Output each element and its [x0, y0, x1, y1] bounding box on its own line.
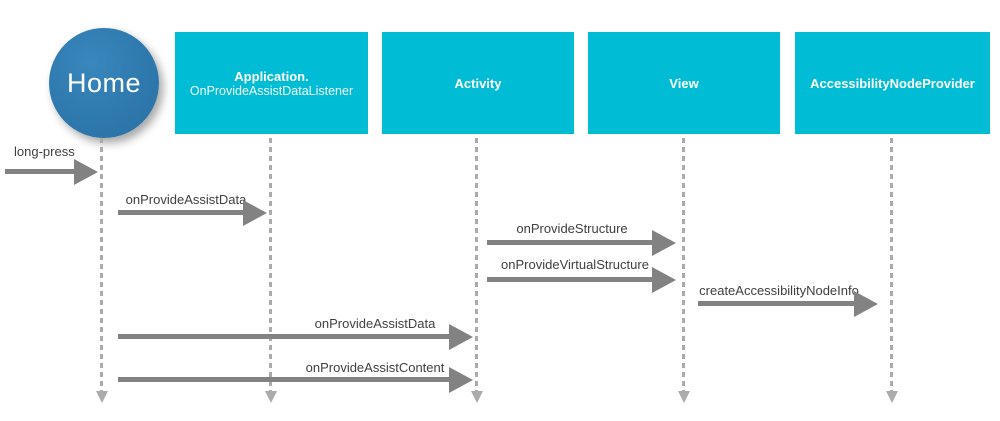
actor-view-title: View — [669, 75, 699, 91]
message-createaccessibilitynodeinfo-arrowhead-icon — [854, 291, 878, 317]
actor-home: Home — [49, 28, 159, 138]
actor-accessibility-node-provider-title: AccessibilityNodeProvider — [810, 75, 975, 91]
actor-application-subtitle: OnProvideAssistDataListener — [189, 83, 354, 98]
actor-box-view: View — [588, 32, 780, 134]
message-onprovidevirtualstructure-line — [487, 277, 657, 282]
lifeline-accessibility-node-provider-arrow-icon — [886, 391, 898, 403]
message-onprovideassistcontent-arrowhead-icon — [449, 367, 473, 393]
message-onprovidevirtualstructure-arrowhead-icon — [652, 267, 676, 293]
lifeline-home-arrow-icon — [96, 391, 108, 403]
actor-application-title: Application. — [234, 68, 309, 84]
lifeline-accessibility-node-provider — [890, 138, 893, 391]
actor-box-accessibility-node-provider: AccessibilityNodeProvider — [795, 32, 990, 134]
lifeline-home — [100, 138, 103, 391]
message-onprovidestructure-arrowhead-icon — [652, 230, 676, 256]
message-onprovideassistdata2-label: onProvideAssistData — [314, 316, 436, 331]
message-onprovidestructure-line — [487, 240, 657, 245]
message-onprovideassistdata-label: onProvideAssistData — [125, 192, 247, 207]
lifeline-activity-arrow-icon — [471, 391, 483, 403]
message-onprovideassistdata-line — [118, 210, 248, 215]
message-onprovideassistcontent-line — [118, 377, 453, 382]
lifeline-view-arrow-icon — [678, 391, 690, 403]
actor-box-application: Application. OnProvideAssistDataListener — [175, 32, 368, 134]
message-onprovideassistdata2-arrowhead-icon — [449, 324, 473, 350]
message-long-press-arrowhead-icon — [74, 159, 98, 185]
message-createaccessibilitynodeinfo-line — [698, 301, 858, 306]
actor-activity-title: Activity — [454, 75, 502, 91]
lifeline-application-arrow-icon — [265, 391, 277, 403]
message-onprovidestructure-label: onProvideStructure — [516, 221, 628, 236]
lifeline-application — [269, 138, 272, 391]
lifeline-view — [682, 138, 685, 391]
actor-home-label: Home — [66, 67, 142, 98]
message-onprovideassistdata-arrowhead-icon — [243, 200, 267, 226]
lifeline-activity — [475, 138, 478, 391]
message-long-press-line — [5, 169, 83, 174]
message-createaccessibilitynodeinfo-label: createAccessibilityNodeInfo — [699, 283, 859, 298]
message-onprovideassistdata2-line — [118, 334, 453, 339]
message-onprovideassistcontent-label: onProvideAssistContent — [305, 360, 445, 375]
message-onprovidevirtualstructure-label: onProvideVirtualStructure — [501, 257, 649, 272]
message-long-press-label: long-press — [14, 144, 75, 159]
actor-box-activity: Activity — [382, 32, 574, 134]
